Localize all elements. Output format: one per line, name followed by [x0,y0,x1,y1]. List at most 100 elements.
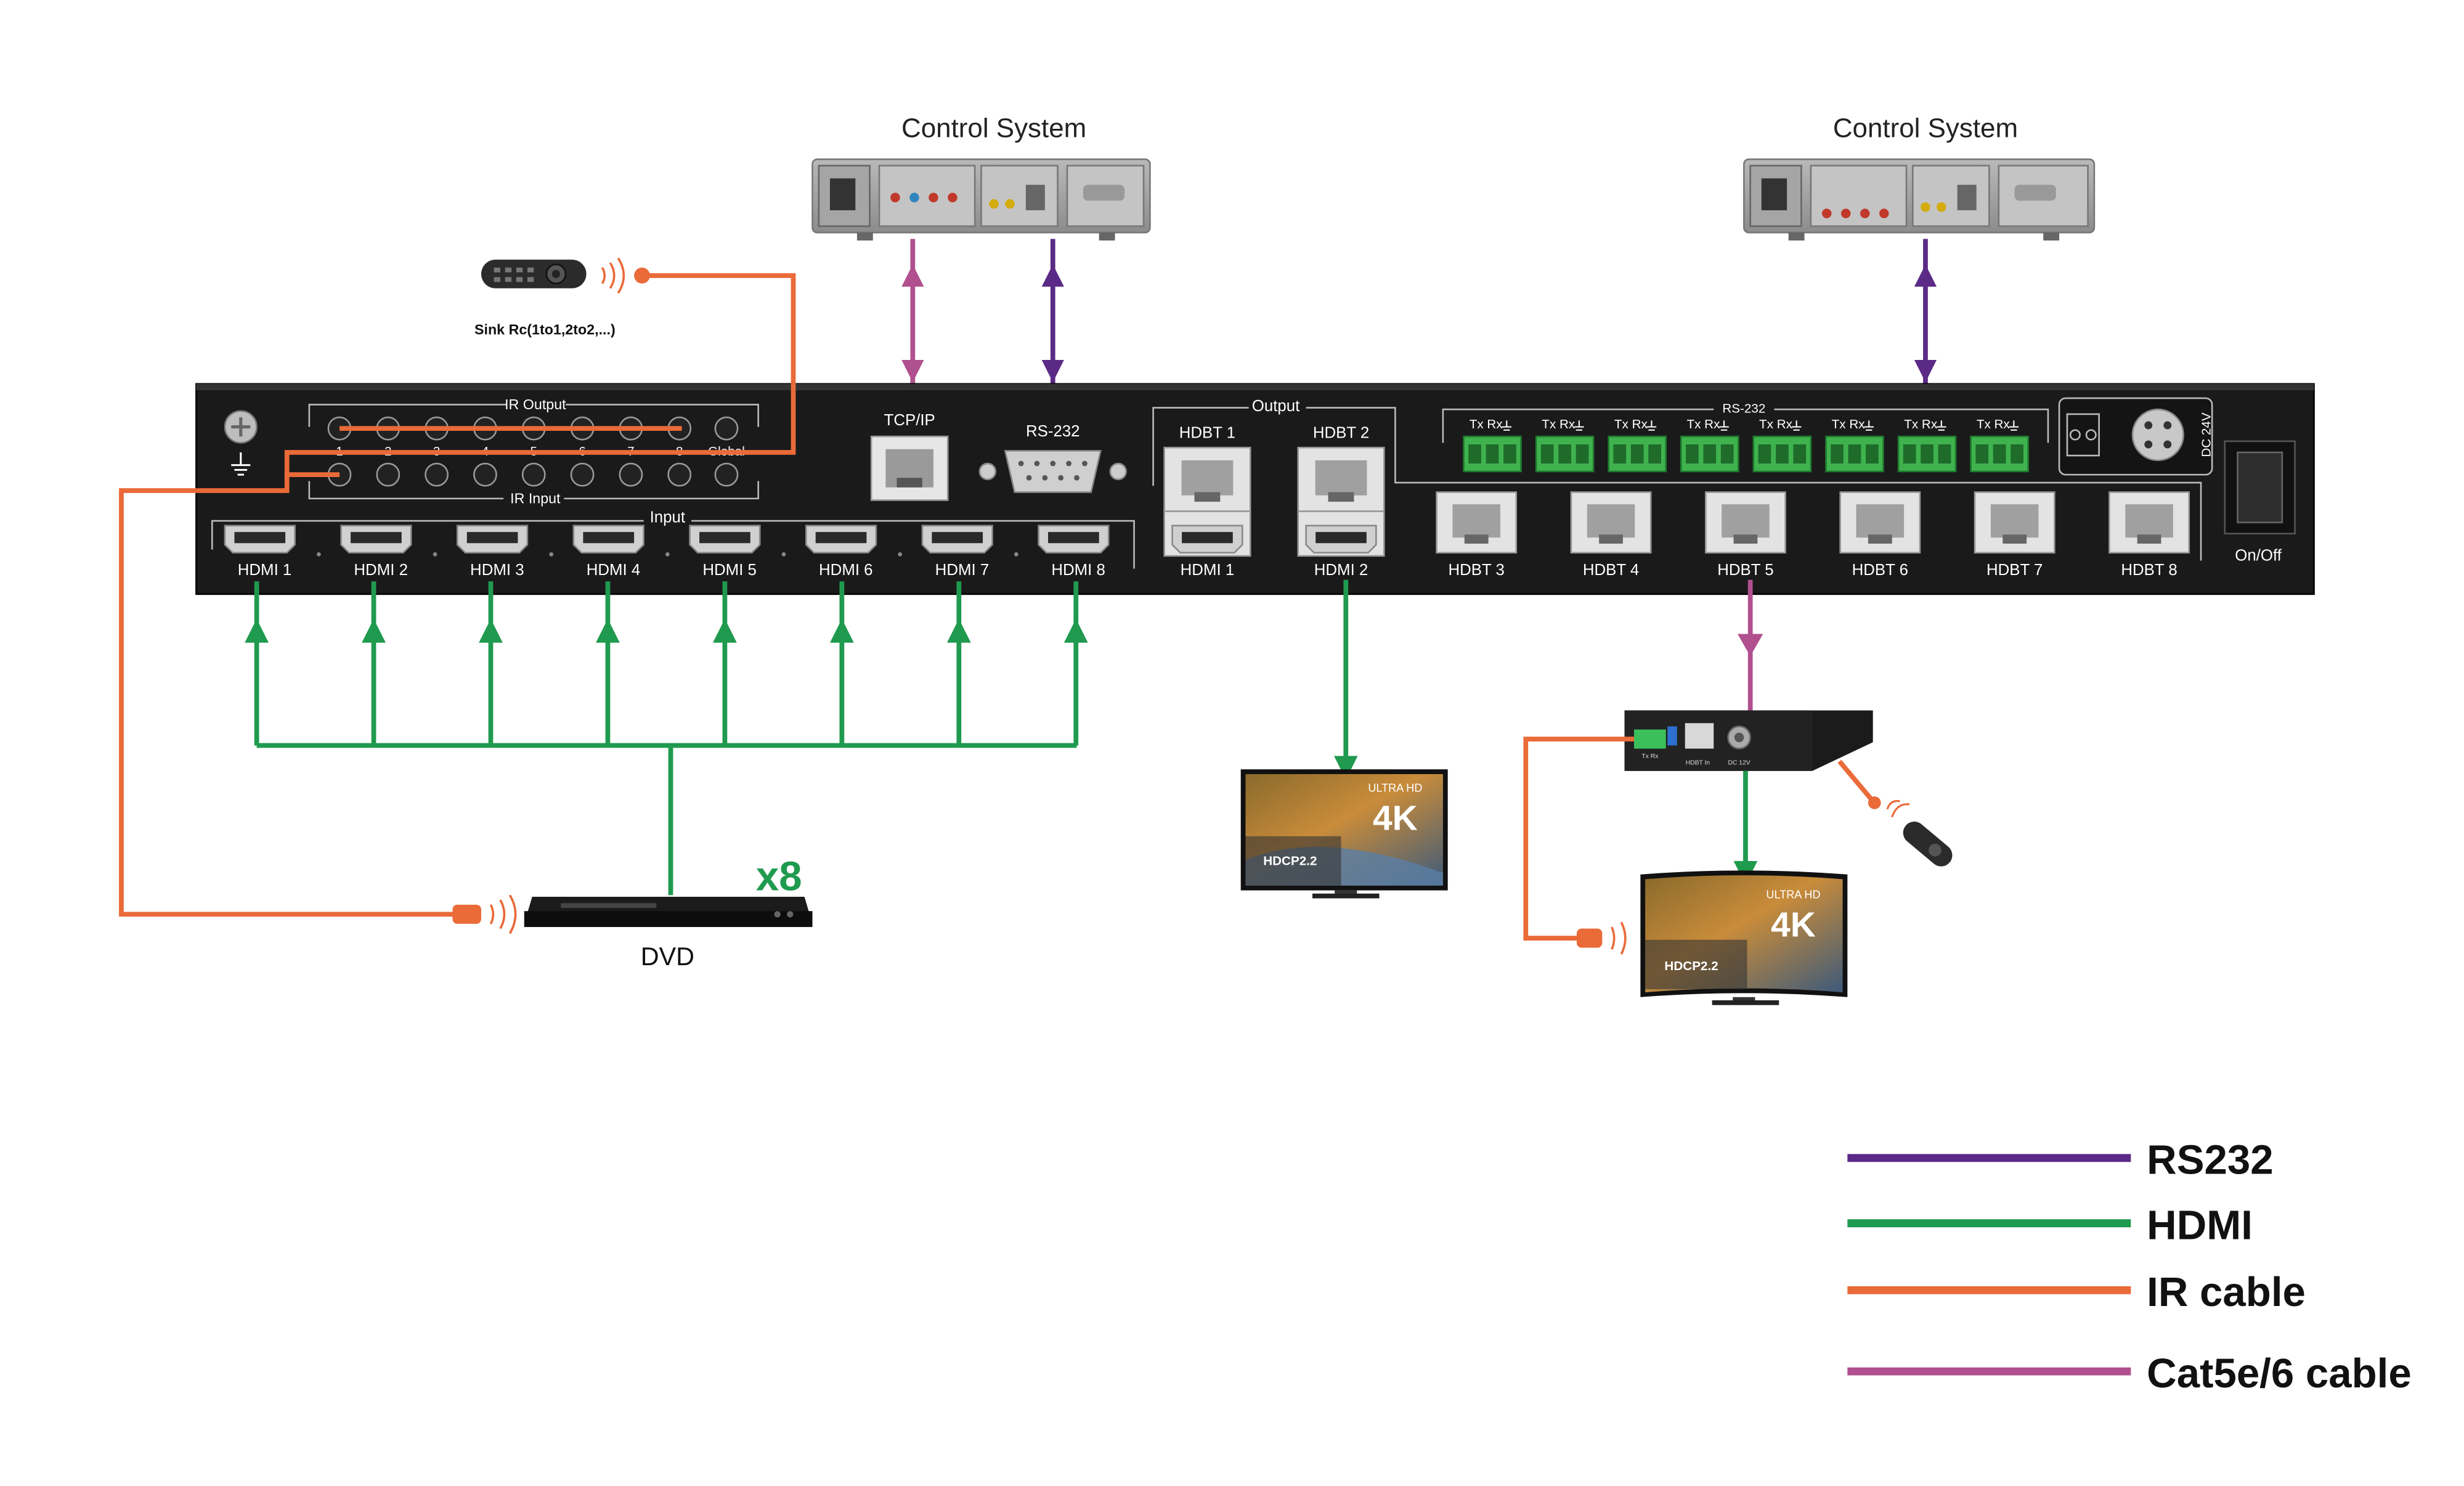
legend: RS232 HDMI IR cable Cat5e/6 cable [1847,1137,2412,1397]
ir-eye-cable [1837,759,1875,803]
legend-label-ir: IR cable [2147,1269,2306,1315]
tv-hdcp-badge: HDCP2.2 [1263,854,1317,868]
hdmi-in-port [805,525,877,554]
ir-input-jack [376,462,401,487]
ir-input-jack [667,462,692,487]
ir-input-jack [619,462,643,487]
tv-left: ULTRA HD 4K HDCP2.2 [1240,769,1448,899]
rs232-terminal-block: Tx Rx [1970,417,2029,473]
tv-4k-badge: 4K [1771,906,1816,945]
tv-4k-badge: 4K [1373,799,1418,838]
ir-input-jack [570,462,595,487]
hdbt-port [1570,491,1652,554]
hdmi-in-port [340,525,412,554]
control-system-right: Control System [1743,113,2096,241]
ground-icon [1574,420,1584,431]
sink-remote: Sink Rc(1to1,2to2,...) [474,257,625,338]
ir-cable-remote [284,273,796,475]
rs232-terminal-block: Tx Rx [1752,417,1812,473]
hdmi-in-label: HDMI 8 [1051,561,1105,579]
ir-input-jack [521,462,546,487]
hdmi-out-label: HDMI 2 [1314,561,1368,579]
hdbt-port-label: HDBT 3 [1448,561,1504,579]
txrx-label: Tx Rx [1470,417,1503,431]
rs232-terminal-block: Tx Rx [1608,417,1667,473]
txrx-label: Tx Rx [1686,417,1720,431]
ir-cable-receiver [1523,737,1635,941]
hdmi-in-label: HDMI 2 [354,561,408,579]
hdbt-out-port [1297,446,1385,512]
ir-output-label: IR Output [505,396,566,412]
hdmi-in-label: HDMI 7 [935,561,990,579]
hdmi-in-label: HDMI 3 [470,561,524,579]
hdmi-in-label: HDMI 4 [587,561,641,579]
control-system-label: Control System [901,113,1086,143]
hdbt-port-label: HDBT 8 [2121,561,2177,579]
hdbt-port-label: HDBT 4 [1583,561,1639,579]
ir-cable-dvd [119,472,462,917]
hdbt-port [1974,491,2055,554]
rs232-group-label: RS-232 [1722,401,1765,415]
ground-icon [1864,420,1874,431]
rs232-terminal-block: Tx Rx [1535,417,1595,473]
legend-label-cat5e: Cat5e/6 cable [2147,1350,2412,1397]
dvd-player: x8 DVD [524,854,813,971]
rs232-terminal-block: Tx Rx [1897,417,1957,473]
ir-input-jack [425,462,449,487]
rs232-terminal-block: Tx Rx [1463,417,1522,473]
tcpip-label: TCP/IP [884,412,935,429]
output-label: Output [1252,398,1300,415]
ground-icon [1791,420,1802,431]
ground-icon [1502,420,1512,431]
legend-label-rs232: RS232 [2147,1137,2273,1183]
hdbt-out-label: HDBT 2 [1313,425,1369,442]
hdmi-in-port [572,525,644,554]
tv-hdcp-badge: HDCP2.2 [1664,959,1718,973]
tv-ultra-badge: ULTRA HD [1368,782,1422,794]
ground-icon [1719,420,1729,431]
ir-input-jack-global [714,462,739,487]
hdbt-out-port [1163,446,1251,512]
ground-icon [1646,420,1657,431]
rs232-port-label: RS-232 [1026,423,1080,440]
ir-signal-icon [601,257,625,294]
hdbt-port-label: HDBT 7 [1986,561,2043,579]
hdmi-out-port [1171,525,1243,554]
hdbt-receiver: HDBT In DC 12V Tx Rx [1624,710,1873,771]
txrx-label: Tx Rx [1614,417,1648,431]
hdbt-out-label: HDBT 1 [1179,425,1235,442]
ir-input-jack [473,462,497,487]
hdmi-input-cables [245,581,1088,748]
hdmi-in-port [921,525,993,554]
hdmi-in-port [689,525,761,554]
control-system-label: Control System [1833,113,2018,143]
receiver-hdbt-label: HDBT In [1686,759,1710,766]
dc-jack [2131,408,2184,462]
hdbt-port-label: HDBT 5 [1717,561,1773,579]
dc-label: DC 24V [2200,412,2214,457]
tv-right: ULTRA HD 4K HDCP2.2 [1640,870,1848,1005]
rs232-db9-port [978,450,1127,493]
receiver-dc-label: DC 12V [1728,759,1750,766]
txrx-label: Tx Rx [1759,417,1793,431]
hdmi-in-label: HDMI 6 [819,561,873,579]
rs232-terminal-block: Tx Rx [1680,417,1739,473]
hdmi-in-port [1038,525,1110,554]
multiplier-label: x8 [756,854,802,900]
hdbt-port-label: HDBT 6 [1852,561,1908,579]
control-system-left: Control System [811,113,1151,241]
remote-icon [1903,822,1953,867]
hdmi-in-port [224,525,296,554]
hdmi-out-port [1305,525,1377,554]
dvd-label: DVD [641,942,694,971]
rs232-terminal-block: Tx Rx [1825,417,1884,473]
onoff-label: On/Off [2235,547,2282,565]
tv-ultra-badge: ULTRA HD [1766,889,1820,901]
ground-icon [231,452,251,476]
legend-label-hdmi: HDMI [2147,1202,2253,1249]
hdmi-out-label: HDMI 1 [1181,561,1235,579]
hdmi-in-label: HDMI 1 [238,561,292,579]
